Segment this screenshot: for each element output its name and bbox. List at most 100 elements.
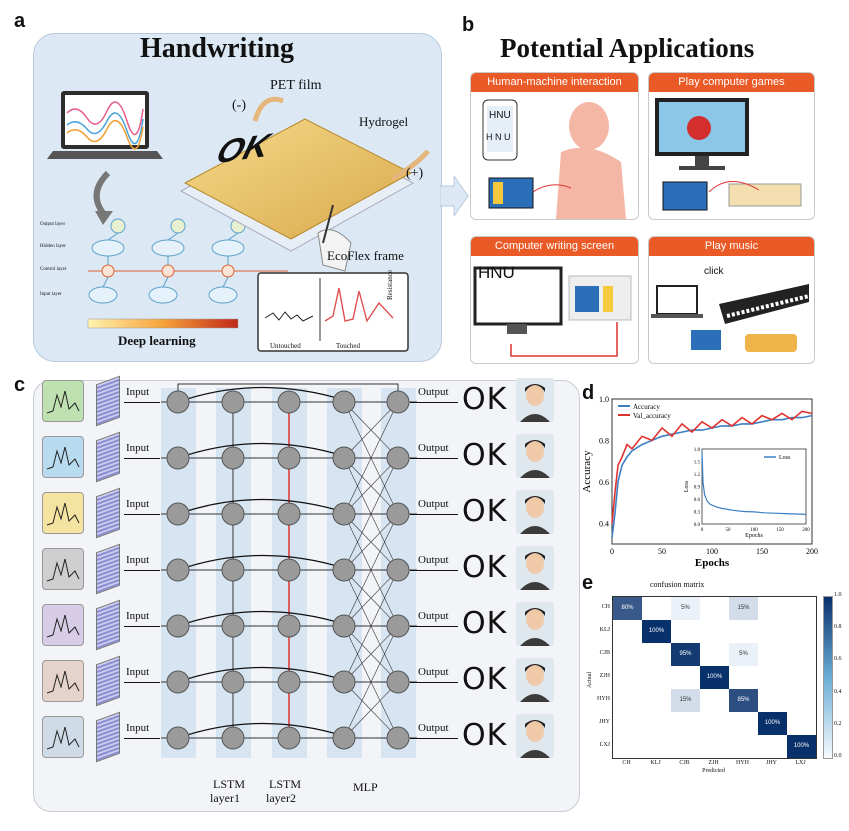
row-label: ZJH <box>599 673 610 679</box>
spectrogram-grid-icon <box>96 375 120 427</box>
colorbar <box>823 596 833 759</box>
inset-y-tick: 1.8 <box>694 448 701 453</box>
matrix-cell <box>787 689 816 712</box>
network-node <box>277 614 301 638</box>
person-photo <box>516 434 554 478</box>
minus-electrode-label: (-) <box>232 98 246 113</box>
person-photo <box>516 714 554 758</box>
colorbar-tick: 0.8 <box>834 624 842 631</box>
x-tick-label: 50 <box>658 547 666 556</box>
writing-screen-illustration <box>473 266 632 357</box>
output-arrow <box>410 626 458 627</box>
app-title: Play music <box>649 237 814 256</box>
matrix-cell <box>642 689 671 712</box>
inset-x-tick: 100 <box>750 528 758 533</box>
input-label: Input <box>126 386 150 398</box>
input-arrow <box>124 738 160 739</box>
row-label: LXJ <box>599 742 610 748</box>
matrix-cell <box>671 735 700 758</box>
matrix-cell: 85% <box>729 689 758 712</box>
plus-electrode-label: (+) <box>406 166 424 181</box>
matrix-cell <box>700 620 729 643</box>
network-node <box>277 558 301 582</box>
input-label: Input <box>126 498 150 510</box>
matrix-cell <box>729 666 758 689</box>
colorbar-tick: 0.2 <box>834 720 842 727</box>
panel-b-title: Potential Applications <box>500 33 755 63</box>
x-tick-label: 0 <box>610 547 614 556</box>
spectrogram-grid-icon <box>96 599 120 651</box>
output-label: Output <box>418 554 449 566</box>
network-node <box>386 726 410 750</box>
panel-b-letter: b <box>462 14 475 36</box>
network-node <box>221 558 245 582</box>
matrix-cell <box>758 620 787 643</box>
matrix-cell: 15% <box>729 597 758 620</box>
output-ok-text: OK <box>462 662 508 697</box>
mlp-label: MLP <box>353 780 378 794</box>
resistance-chart-icon <box>257 272 409 352</box>
output-arrow <box>410 738 458 739</box>
network-node <box>221 390 245 414</box>
y-tick-label: 0.8 <box>599 436 609 445</box>
network-node <box>386 614 410 638</box>
matrix-cell: 5% <box>671 597 700 620</box>
person-photo <box>516 378 554 422</box>
network-node <box>332 390 356 414</box>
layer-input-label: Input layer <box>40 292 62 297</box>
input-signal-thumbnail <box>42 548 84 590</box>
lstm1-label-1: LSTM <box>213 777 246 791</box>
matrix-cell <box>729 712 758 735</box>
inset-x-tick: 150 <box>776 528 784 533</box>
network-node <box>166 614 190 638</box>
app-title: Human-machine interaction <box>471 73 638 92</box>
matrix-cell: 95% <box>671 643 700 666</box>
matrix-cell <box>758 735 787 758</box>
output-arrow <box>410 514 458 515</box>
input-arrow <box>124 682 160 683</box>
network-node <box>277 446 301 470</box>
column-label: CJB <box>679 760 690 766</box>
output-ok-text: OK <box>462 718 508 753</box>
network-node <box>332 670 356 694</box>
network-node <box>386 558 410 582</box>
matrix-cell <box>613 643 642 666</box>
inset-x-tick: 0 <box>701 528 704 533</box>
colorbar-tick: 1.0 <box>834 592 842 598</box>
column-label: KLJ <box>650 760 661 766</box>
network-node <box>221 670 245 694</box>
column-label: LXJ <box>795 760 806 766</box>
layer-hidden-label: Hidden layer <box>40 244 66 249</box>
network-node <box>277 726 301 750</box>
matrix-cell <box>613 666 642 689</box>
output-ok-text: OK <box>462 550 508 585</box>
click-label: click <box>704 266 724 277</box>
input-arrow <box>124 514 160 515</box>
matrix-cell <box>642 712 671 735</box>
x-tick-label: 100 <box>706 547 718 556</box>
network-node <box>166 558 190 582</box>
output-arrow <box>410 402 458 403</box>
column-label: ZJH <box>708 760 719 766</box>
writing-screen-text: HNU <box>478 263 515 282</box>
network-node <box>277 670 301 694</box>
series-line <box>611 414 813 538</box>
output-ok-text: OK <box>462 606 508 641</box>
deep-learning-label: Deep learning <box>118 333 196 348</box>
network-node <box>332 446 356 470</box>
network-node <box>332 558 356 582</box>
row-label: CJB <box>599 650 610 656</box>
colorbar-tick: 0.0 <box>834 753 842 759</box>
network-node <box>221 502 245 526</box>
matrix-cell: 100% <box>758 712 787 735</box>
output-ok-text: OK <box>462 438 508 473</box>
input-signal-thumbnail <box>42 604 84 646</box>
row-label: CH <box>601 604 610 610</box>
network-node <box>221 614 245 638</box>
output-label: Output <box>418 610 449 622</box>
matrix-cell <box>787 597 816 620</box>
inset-x-tick: 50 <box>726 528 732 533</box>
network-node <box>166 502 190 526</box>
input-signal-thumbnail <box>42 436 84 478</box>
person-photo <box>516 602 554 646</box>
